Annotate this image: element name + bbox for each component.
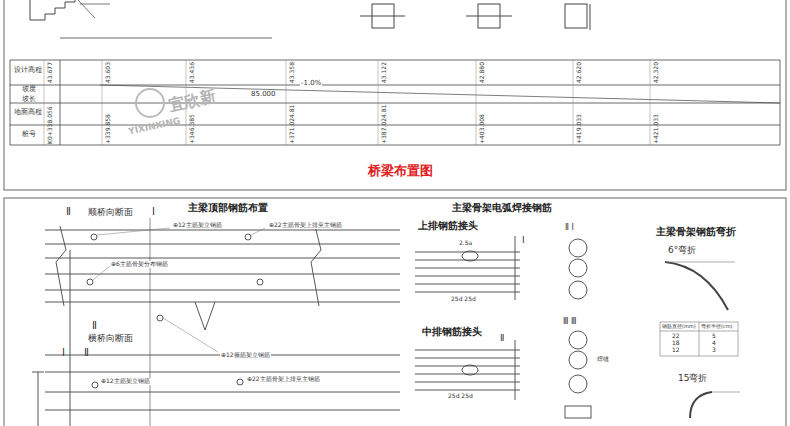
drawing-label: Ⅱ Ⅰ xyxy=(565,224,574,233)
drawing-label: 钢筋直径(mm) xyxy=(662,324,696,330)
drawing-label: Ⅲ Ⅲ xyxy=(563,318,577,327)
table-value: 43.436 xyxy=(189,62,196,83)
drawing-label: 设计高程 xyxy=(14,67,42,75)
table-value: +339.858 xyxy=(105,114,112,144)
table-value: 43.122 xyxy=(381,62,388,83)
section-heading: 主梁骨架电弧焊接钢筋 xyxy=(452,202,552,213)
drawing-label: Ⅱ xyxy=(92,320,97,331)
drawing-label: Ⅱ xyxy=(500,334,504,344)
table-value: 42.620 xyxy=(576,62,583,83)
drawing-label: Ⅱ xyxy=(66,206,71,217)
drawing-label: 3 xyxy=(712,347,716,354)
table-value: 43.603 xyxy=(105,62,112,83)
drawing-label: 15弯折 xyxy=(678,374,707,384)
drawing-label: 5 xyxy=(712,333,716,340)
rebar-callout: 85.000 xyxy=(250,91,277,99)
section-heading: 上排钢筋接头 xyxy=(418,220,478,231)
drawing-label: 桩号 xyxy=(22,131,36,139)
rebar-callout: ⊕22主筋骨架上排至主钢筋 xyxy=(268,222,343,229)
table-value: K0+338.056 xyxy=(47,106,54,144)
drawing-label: 顺桥向断面 xyxy=(88,208,133,218)
rebar-callout: ⊕12箍筋架立钢筋 xyxy=(220,352,271,359)
drawing-label: Ⅱ xyxy=(84,347,89,358)
table-value: 43.358 xyxy=(289,62,296,83)
rebar-callout: ⊕12主筋架立钢筋 xyxy=(172,222,223,229)
rebar-callout: ⊕22主筋骨架上排至主钢筋 xyxy=(246,376,321,383)
table-value: 42.880 xyxy=(479,62,486,83)
table-value: +371.024.81 xyxy=(289,105,296,144)
drawing-label: Ⅰ xyxy=(152,206,155,217)
section-heading: 主梁骨架钢筋弯折 xyxy=(656,226,736,237)
rebar-callout: 25d 25d xyxy=(450,296,477,303)
table-value: +387.024.81 xyxy=(381,105,388,144)
drawing-label: 6°弯折 xyxy=(668,246,696,256)
drawing-label: 4 xyxy=(712,340,716,347)
watermark: YIXINXING xyxy=(128,117,182,138)
section-heading: 中排钢筋接头 xyxy=(422,326,482,337)
drawing-label: 18 xyxy=(672,340,680,347)
rebar-callout: ⊕6主筋骨架分布钢筋 xyxy=(110,261,169,268)
table-value: +419.033 xyxy=(576,114,583,144)
table-value: 42.320 xyxy=(653,62,660,83)
table-value: 43.677 xyxy=(47,62,54,83)
rebar-callout: 2.5a xyxy=(458,240,473,247)
drawing-label: 焊缝 xyxy=(597,356,609,363)
drawing-label: 坡长 xyxy=(22,96,36,104)
drawing-label: 地面高程 xyxy=(14,109,42,117)
table-value: +403.008 xyxy=(479,114,486,144)
table-value: +421.033 xyxy=(653,114,660,144)
drawing-label: Ⅰ xyxy=(62,347,65,358)
drawing-label: Ⅰ xyxy=(522,236,525,246)
drawing-label: 弯折半径(cm) xyxy=(701,324,733,330)
drawing-label: 22 xyxy=(672,333,680,340)
rebar-callout: 25d 25d xyxy=(447,393,474,400)
drawing-label: 12 xyxy=(672,347,680,354)
drawing-label: 横桥向断面 xyxy=(88,334,133,344)
rebar-callout: ⊕12主筋架立钢筋 xyxy=(100,378,151,385)
drawing-label: 坡度 xyxy=(22,86,36,94)
table-value: +346.385 xyxy=(189,114,196,144)
rebar-callout: -1.0% xyxy=(300,80,322,88)
watermark: 宜欣新 xyxy=(167,87,218,114)
section-heading: 主梁顶部钢筋布置 xyxy=(188,202,268,213)
figure-title: 桥梁布置图 xyxy=(368,162,433,180)
